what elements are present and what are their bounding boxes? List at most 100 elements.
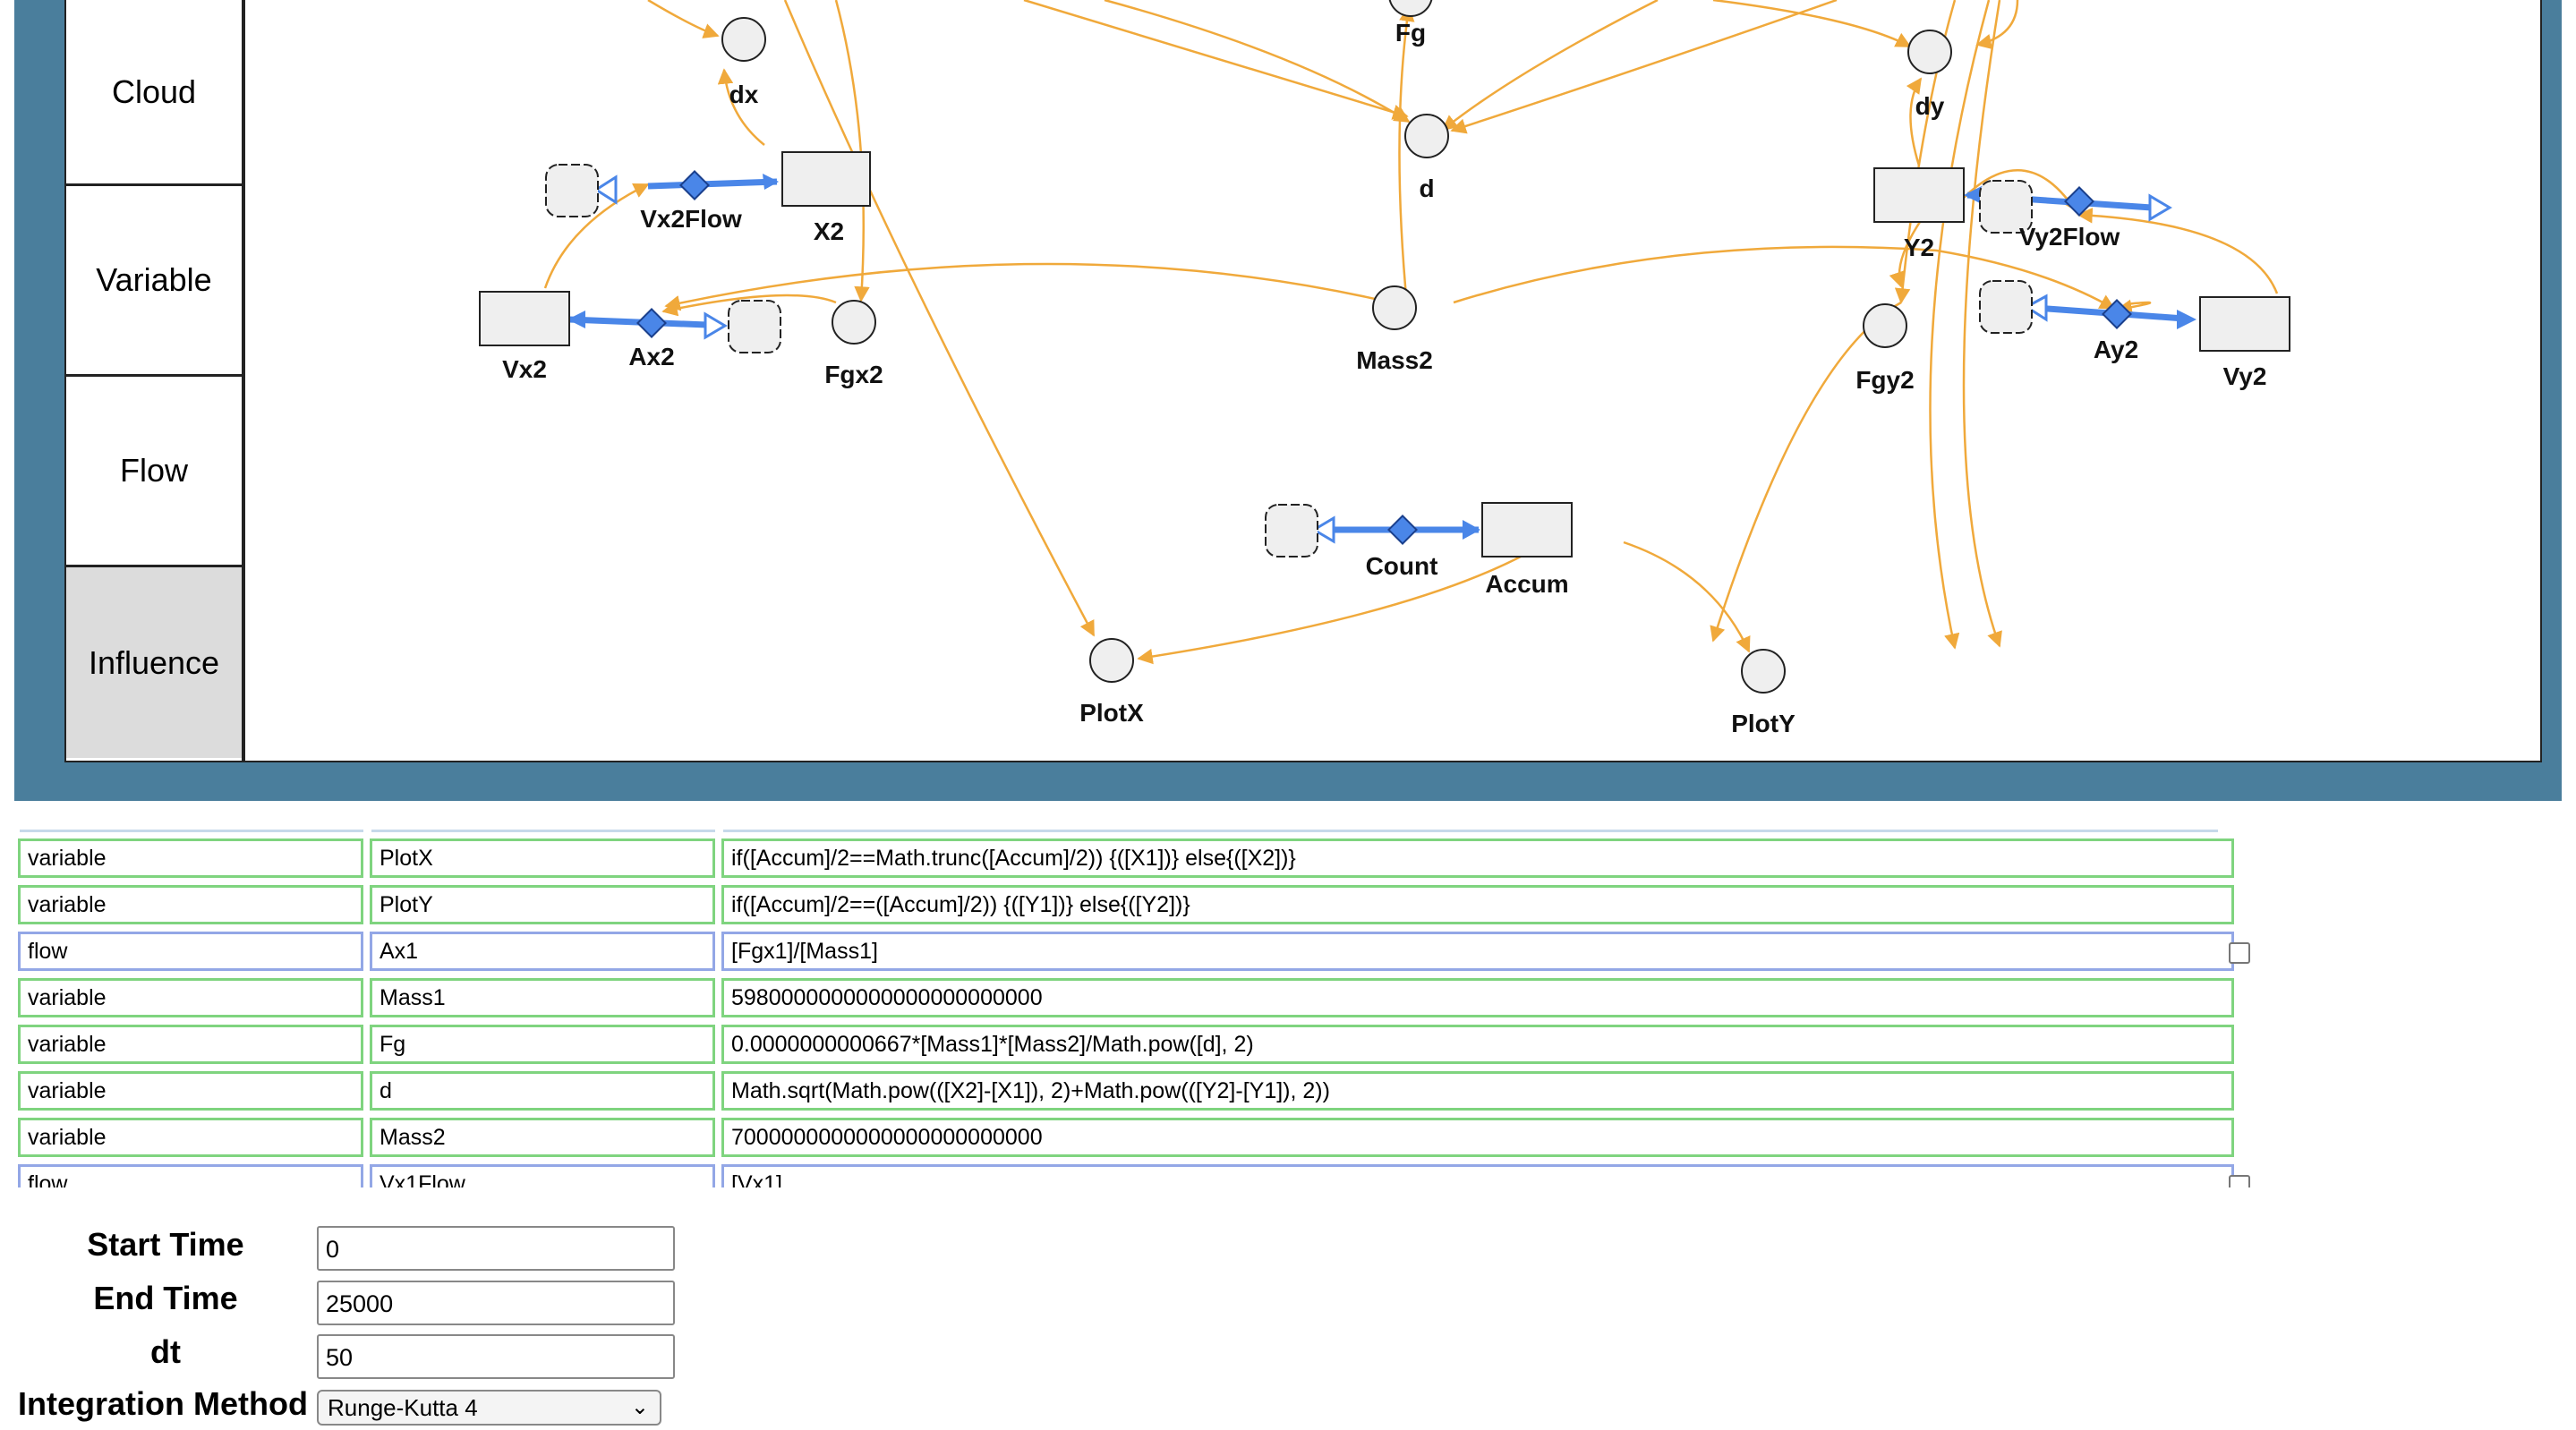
stock-vy2[interactable] — [2199, 296, 2290, 352]
row-name-cell[interactable]: Fg — [370, 1025, 715, 1064]
influence-arrow[interactable] — [1906, 77, 1923, 166]
influence-arrow[interactable] — [834, 0, 870, 302]
influence-arrow[interactable] — [664, 262, 1392, 311]
variable-dy[interactable] — [1907, 30, 1952, 74]
label-dx: dx — [729, 81, 759, 108]
influence-arrow[interactable] — [543, 183, 650, 289]
clouds — [545, 164, 2033, 558]
influence-arrow[interactable] — [1450, 0, 1838, 134]
integration-method-label: Integration Method — [18, 1385, 308, 1422]
influence-arrow[interactable] — [783, 0, 1096, 637]
label-y2: Y2 — [1904, 234, 1934, 261]
label-x2: X2 — [814, 217, 844, 245]
label-plotx: PlotX — [1079, 699, 1144, 727]
row-type-cell[interactable]: variable — [18, 885, 363, 924]
row-type-cell[interactable]: variable — [18, 1071, 363, 1111]
row-type-cell[interactable]: variable — [18, 1025, 363, 1064]
influence-arrow[interactable] — [1712, 0, 1912, 48]
variable-mass2[interactable] — [1372, 285, 1417, 330]
influence-arrow[interactable] — [2077, 208, 2279, 294]
row-type-cell[interactable]: variable — [18, 1118, 363, 1157]
ay2-valve[interactable] — [2102, 299, 2132, 329]
influence-arrow[interactable] — [1104, 0, 1411, 123]
integration-method-value: Runge-Kutta 4 — [328, 1394, 478, 1421]
tool-influence[interactable]: Influence — [66, 567, 242, 758]
row-equation-cell[interactable]: [Fgx1]/[Mass1] — [721, 932, 2234, 971]
integration-method-select[interactable]: Runge-Kutta 4 ⌄ — [317, 1390, 661, 1426]
start-time-input[interactable]: 0 — [317, 1226, 675, 1271]
variable-fg[interactable] — [1388, 0, 1433, 17]
influence-arrow[interactable] — [1453, 245, 2116, 311]
tool-cloud[interactable]: Cloud — [66, 0, 242, 186]
row-checkbox[interactable] — [2229, 1175, 2250, 1187]
row-type-cell[interactable]: flow — [18, 932, 363, 971]
influence-arrow[interactable] — [1623, 541, 1751, 653]
stocks — [479, 151, 2290, 558]
row-equation-cell[interactable]: if([Accum]/2==([Accum]/2)) {([Y1])} else… — [721, 885, 2234, 924]
label-vx2flow: Vx2Flow — [640, 205, 742, 233]
count-valve[interactable] — [1387, 515, 1418, 545]
influence-arrow[interactable] — [1975, 0, 2019, 50]
tool-variable[interactable]: Variable — [66, 186, 242, 377]
variable-ploty[interactable] — [1741, 649, 1786, 694]
row-checkbox[interactable] — [2229, 942, 2250, 964]
row-name-cell[interactable]: Mass2 — [370, 1118, 715, 1157]
influence-arrow[interactable] — [647, 0, 720, 38]
influence-arrow[interactable] — [1894, 0, 1957, 304]
stock-x2[interactable] — [781, 151, 871, 207]
row-type-cell[interactable]: flow — [18, 1164, 363, 1187]
variable-dx[interactable] — [721, 17, 766, 62]
end-time-input[interactable]: 25000 — [317, 1281, 675, 1325]
influence-arrow[interactable] — [1441, 0, 1659, 132]
label-ay2: Ay2 — [2094, 336, 2138, 363]
row-name-cell[interactable]: Mass1 — [370, 978, 715, 1017]
stock-vx2[interactable] — [479, 291, 570, 346]
dt-input[interactable]: 50 — [317, 1334, 675, 1379]
vy2flow-valve[interactable] — [2064, 186, 2094, 217]
cloud-icon[interactable] — [1265, 504, 1318, 558]
variable-fgx2[interactable] — [832, 300, 876, 345]
influence-arrow[interactable] — [1710, 301, 1902, 643]
stock-accum[interactable] — [1481, 502, 1573, 558]
row-name-cell[interactable]: PlotY — [370, 885, 715, 924]
influence-arrow[interactable] — [2116, 299, 2152, 315]
variable-plotx[interactable] — [1089, 638, 1134, 683]
row-equation-cell[interactable]: 0.0000000000667*[Mass1]*[Mass2]/Math.pow… — [721, 1025, 2234, 1064]
row-equation-cell[interactable]: [Vx1] — [721, 1164, 2234, 1187]
influence-arrow[interactable] — [1962, 0, 2002, 648]
row-name-cell[interactable]: d — [370, 1071, 715, 1111]
tool-flow[interactable]: Flow — [66, 377, 242, 567]
influence-arrow[interactable] — [1023, 0, 1409, 120]
cloud-icon[interactable] — [1979, 280, 2033, 334]
ax2-valve[interactable] — [636, 308, 667, 338]
influence-arrow[interactable] — [1929, 0, 1991, 650]
vx2flow-pipe[interactable] — [647, 178, 778, 190]
label-fgy2: Fgy2 — [1855, 366, 1914, 394]
influence-arrow[interactable] — [717, 68, 765, 146]
equations-table: variable PlotX if([Accum]/2==Math.trunc(… — [18, 828, 2273, 1187]
cloud-icon[interactable] — [728, 300, 781, 353]
row-equation-cell[interactable]: 7000000000000000000000000 — [721, 1118, 2234, 1157]
vx2flow-valve[interactable] — [679, 170, 710, 200]
label-ax2: Ax2 — [628, 343, 674, 370]
influence-arrow[interactable] — [661, 294, 837, 317]
row-type-cell[interactable]: variable — [18, 978, 363, 1017]
row-equation-cell[interactable]: 5980000000000000000000000 — [721, 978, 2234, 1017]
label-ploty: PlotY — [1731, 710, 1796, 737]
row-name-cell[interactable]: Ax1 — [370, 932, 715, 971]
label-vx2: Vx2 — [502, 355, 547, 383]
influence-arrow[interactable] — [1398, 5, 1415, 307]
row-type-cell[interactable]: variable — [18, 838, 363, 878]
cloud-icon[interactable] — [1979, 180, 2033, 234]
cloud-icon[interactable] — [545, 164, 599, 217]
variable-d[interactable] — [1404, 114, 1449, 158]
label-mass2: Mass2 — [1356, 346, 1433, 374]
row-equation-cell[interactable]: Math.sqrt(Math.pow(([X2]-[X1]), 2)+Math.… — [721, 1071, 2234, 1111]
model-diagram[interactable]: dx Fg dy d Vx2Flow X2 Y2 Vy2Flow Vx2 Ax2… — [245, 0, 2544, 762]
model-canvas[interactable]: dx Fg dy d Vx2Flow X2 Y2 Vy2Flow Vx2 Ax2… — [243, 0, 2542, 762]
stock-y2[interactable] — [1873, 167, 1965, 223]
row-equation-cell[interactable]: if([Accum]/2==Math.trunc([Accum]/2)) {([… — [721, 838, 2234, 878]
variable-fgy2[interactable] — [1863, 303, 1907, 348]
row-name-cell[interactable]: Vx1Flow — [370, 1164, 715, 1187]
row-name-cell[interactable]: PlotX — [370, 838, 715, 878]
